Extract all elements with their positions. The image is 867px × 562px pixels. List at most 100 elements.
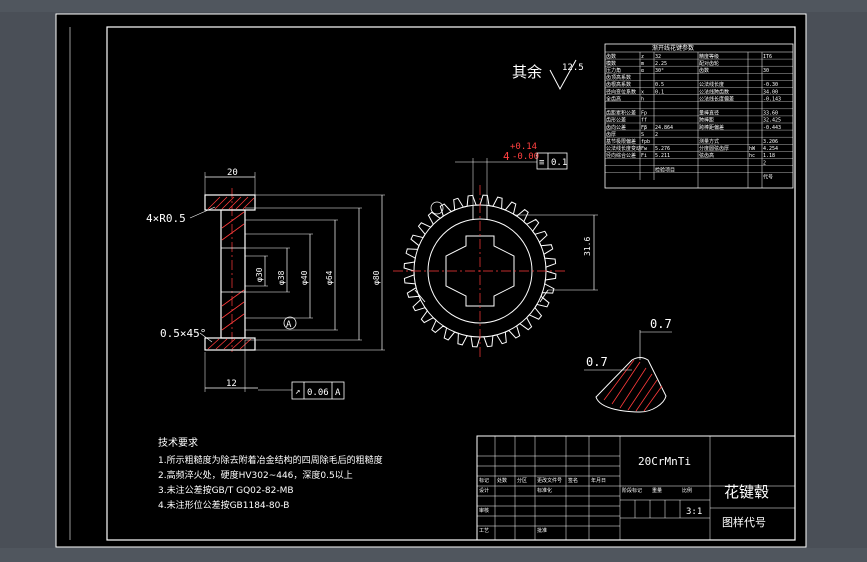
param-table-cell: 基节极限偏差 (606, 138, 636, 145)
diameter-label: φ38 (277, 270, 286, 285)
notes-heading: 技术要求 (158, 436, 198, 449)
param-table-cell: S (641, 132, 644, 138)
note-item: 2.高频淬火处，硬度HV302~446，深度0.5以上 (158, 469, 353, 481)
param-table-cell: 4.254 (763, 146, 778, 152)
param-table-cell: 齿根高系数 (606, 81, 631, 88)
title-block-header: 分区 (517, 477, 527, 484)
title-block-header: 工艺 (479, 528, 489, 534)
param-table-cell: 齿数 (699, 67, 709, 74)
dim-4: 4 (503, 150, 510, 163)
param-table-cell: 34.00 (763, 89, 778, 95)
param-table-cell: -0.30 (763, 82, 778, 88)
diameter-label: φ40 (300, 270, 309, 285)
param-table-cell: 径向综合公差 (606, 152, 636, 159)
title-part-name: 花键毂 (724, 483, 769, 501)
param-table-cell: 0.1 (655, 89, 664, 95)
param-table-cell: 公法线长度变动 (606, 145, 641, 152)
title-block-header: 批准 (537, 527, 547, 534)
param-table-cell: 径向变位系数 (606, 88, 636, 95)
param-table-cell: x (641, 89, 644, 95)
param-table-cell: IT6 (763, 54, 772, 60)
param-table-cell: 齿距累积公差 (606, 110, 636, 117)
param-table-cell: Fw (641, 146, 648, 152)
param-table-cell: Fβ (641, 125, 647, 131)
detail-dim-2: 0.7 (586, 355, 608, 369)
param-table-cell: 30° (655, 68, 664, 74)
datum-frame-value: 0.06 (307, 388, 329, 398)
tolerance-lower: -0.00 (512, 152, 539, 162)
param-table-cell: hc (749, 153, 755, 159)
note-item: 1.所示粗糙度为除去附着冶金结构的四周除毛后的粗糙度 (158, 454, 383, 466)
param-table-cell: -0.443 (763, 125, 781, 131)
svg-text:↗: ↗ (295, 387, 300, 397)
param-table-cell: 2 (655, 132, 658, 138)
param-table-cell: 弦齿高 (699, 152, 714, 159)
param-table-cell: 压力角 (606, 67, 621, 74)
diameter-label: φ30 (255, 267, 264, 282)
note-item: 3.未注公差按GB/T GQ02-82-MB (158, 484, 294, 496)
title-block-header: 审核 (479, 507, 489, 514)
param-table-cell: 33.60 (763, 111, 778, 117)
param-table-cell: 代号 (763, 174, 773, 181)
param-table-cell: fpb (641, 139, 650, 145)
param-table-cell: 跨棒距偏差 (699, 124, 724, 131)
title-block-header: 处数 (497, 477, 507, 484)
param-table-cell: Fi (641, 153, 647, 159)
param-table-cell: 模数 (606, 60, 616, 67)
param-table-cell: 32 (655, 54, 661, 60)
param-table-cell: 5.276 (655, 146, 670, 152)
title-block: 20CrMnTi 花键毂 图样代号 3:1 标记处数分区更改文件号签名年月日设计… (476, 435, 796, 541)
param-table-cell: 配对齿轮 (699, 60, 719, 67)
surface-finish-symbol: 其余 12.5 (512, 59, 584, 91)
surface-finish-label: 其余 (512, 63, 542, 81)
spline-bore (445, 235, 515, 307)
dim-20: 20 (227, 168, 238, 178)
title-block-header: 年月日 (591, 477, 606, 484)
svg-text:≡: ≡ (539, 158, 545, 168)
param-table-cell: Fp (641, 111, 647, 117)
param-table-cell: 齿向公差 (606, 124, 626, 131)
gear-dim: 31.6 (583, 237, 592, 256)
param-table-cell: 齿形公差 (606, 117, 626, 124)
diameter-label: φ64 (325, 270, 334, 285)
datum-frame-datum: A (335, 388, 341, 398)
surface-finish-value: 12.5 (562, 63, 584, 73)
param-table-cell: 跨棒距 (699, 117, 714, 124)
param-table-cell: 公法线长度偏差 (699, 95, 734, 102)
datum-a-label: A (286, 320, 292, 330)
param-table-cell: 检验项目 (655, 166, 675, 173)
param-table-cell: z (641, 54, 644, 60)
param-table-cell: 量棒直径 (699, 110, 719, 117)
param-table-cell: 公法线跨齿数 (699, 88, 729, 95)
param-table-cell: -0.143 (763, 96, 781, 102)
chamfer-edge: 0.5×45° (160, 327, 206, 340)
title-scale: 3:1 (686, 507, 702, 517)
param-table-cell: 2 (763, 160, 766, 166)
title-block-header: 标准化 (537, 487, 552, 494)
param-table-cell: 公法线长度 (699, 81, 724, 88)
param-table-cell: 5.211 (655, 153, 670, 159)
title-block-header: 标记 (479, 477, 489, 484)
title-block-header: 更改文件号 (537, 477, 562, 484)
param-table-cell: 齿顶高系数 (606, 74, 631, 81)
param-table-title: 渐开线花键参数 (652, 44, 694, 52)
title-drawing-no: 图样代号 (722, 515, 766, 529)
title-block-header: 阶段标记 (622, 487, 642, 494)
param-table-cell: 精度等级 (699, 53, 719, 60)
title-block-header: 比例 (682, 487, 692, 494)
param-table-cell: 3.206 (763, 139, 778, 145)
drawing-sheet (55, 13, 807, 548)
gear-view: +0.14 -0.00 4 ≡ 0.1 31.6 (393, 142, 598, 357)
inner-border (106, 26, 796, 541)
title-block-header: 签名 (568, 477, 578, 484)
tolerance-upper: +0.14 (510, 142, 537, 152)
viewer-bottom-bar (0, 548, 867, 562)
runout-value: 0.1 (551, 158, 567, 168)
param-table-cell: 2.25 (655, 61, 667, 67)
param-table-cell: 齿厚 (606, 132, 616, 138)
